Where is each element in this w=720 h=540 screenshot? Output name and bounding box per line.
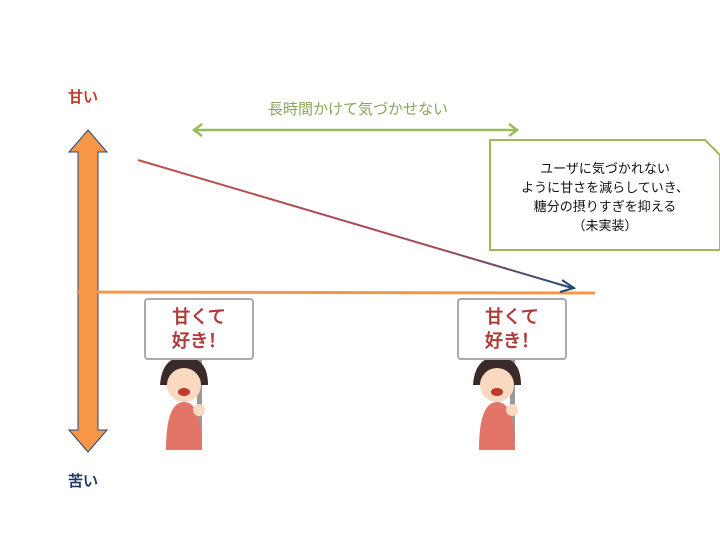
callout-line: 糖分の摂りすぎを抑える <box>533 200 677 215</box>
bitter-label: 苦い <box>68 472 99 490</box>
sign-line: 好き！ <box>172 331 226 352</box>
callout-box <box>489 139 720 251</box>
sign-line: 甘くて <box>172 307 226 328</box>
callout-text: ユーザに気づかれない ように甘さを減らしていき、 糖分の摂りすぎを抑える （未実… <box>492 160 718 236</box>
duration-arrow <box>191 123 520 137</box>
callout-line: ように甘さを減らしていき、 <box>521 181 689 196</box>
decreasing-sweetness-line <box>137 159 573 289</box>
sweet-label: 甘い <box>68 88 99 106</box>
sign-right: 甘くて 好き！ <box>457 298 567 360</box>
sign-left: 甘くて 好き！ <box>144 298 254 360</box>
person-right <box>473 357 521 450</box>
sign-line: 好き！ <box>485 331 539 352</box>
person-left <box>160 357 208 450</box>
sign-line: 甘くて <box>485 307 539 328</box>
duration-label: 長時間かけて気づかせない <box>267 100 448 118</box>
callout-line: （未実装） <box>572 219 638 234</box>
arrowhead <box>559 279 577 293</box>
callout-line: ユーザに気づかれない <box>540 162 670 177</box>
baseline <box>77 290 596 295</box>
